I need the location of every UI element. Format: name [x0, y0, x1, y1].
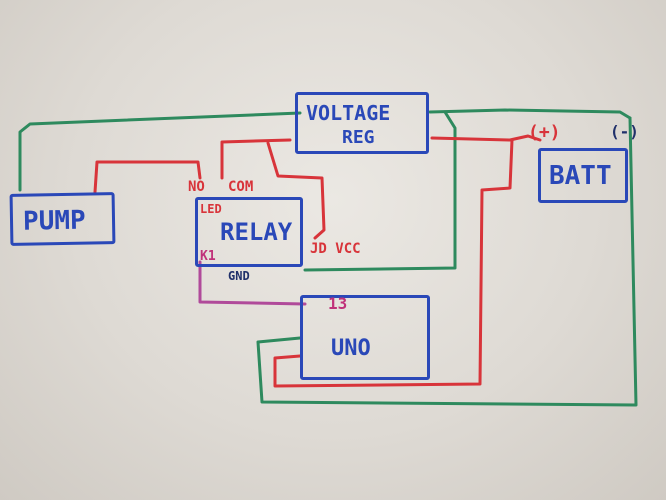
voltage-regulator-label-line1: VOLTAGE	[306, 101, 391, 125]
relay-pin-k1: K1	[200, 249, 216, 264]
relay-pin-gnd: GND	[228, 269, 250, 283]
ground-wire-batt-minus-to-uno	[256, 116, 638, 407]
relay-pin-jdvcc: JD VCC	[310, 241, 361, 257]
battery-label: BATT	[549, 161, 612, 191]
signal-wire-k1-to-uno-13	[198, 260, 307, 306]
relay-pin-led: LED	[200, 202, 222, 216]
battery-box: BATT	[538, 148, 628, 203]
pump-label: PUMP	[22, 205, 86, 237]
ground-wire-pump-to-reg	[18, 111, 302, 192]
voltage-regulator-box: VOLTAGE REG	[295, 92, 429, 154]
uno-box: UNO	[300, 295, 430, 380]
positive-wire-batt-plus-to-uno	[273, 138, 514, 388]
relay-pin-com: COM	[228, 179, 254, 195]
pump-box: PUMP	[9, 192, 116, 246]
ground-wire-reg-to-relay-gnd	[303, 110, 457, 272]
uno-label: UNO	[331, 336, 371, 361]
uno-pin-13: 13	[328, 294, 348, 313]
relay-box: RELAY	[195, 197, 303, 267]
ground-wire-reg-to-batt-minus	[428, 108, 632, 120]
battery-terminal-plus: (+)	[528, 122, 561, 143]
positive-wire-reg-to-batt-plus	[430, 134, 542, 142]
positive-wire-relay-com-to-reg	[220, 138, 292, 180]
positive-wire-reg-to-jdvcc	[266, 141, 326, 240]
battery-terminal-minus: (-)	[610, 122, 639, 141]
relay-pin-no: NO	[188, 179, 205, 195]
positive-wire-pump-to-relay-no	[93, 160, 202, 194]
voltage-regulator-label-line2: REG	[342, 127, 375, 148]
relay-label: RELAY	[220, 218, 293, 246]
